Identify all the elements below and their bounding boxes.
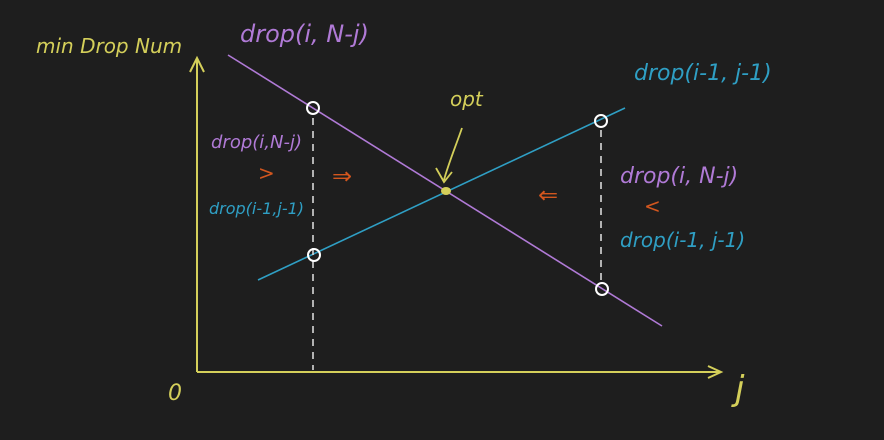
opt-label: opt [450, 87, 484, 111]
x-axis-label: j [731, 369, 745, 409]
right-implies-arrow: ⇐ [538, 181, 558, 209]
right-teal-point [594, 114, 608, 128]
opt-pointer-arrowhead [435, 167, 453, 184]
axes [189, 55, 724, 379]
right-less-sign: < [644, 194, 661, 218]
teal-line-top-label: drop(i-1, j-1) [634, 61, 772, 86]
right-purple-label: drop(i, N-j) [620, 164, 738, 189]
opt-pointer-arrow [443, 127, 463, 181]
right-teal-label: drop(i-1, j-1) [620, 228, 745, 252]
left-teal-label: drop(i-1,j-1) [209, 199, 304, 218]
left-implies-arrow: ⇒ [332, 162, 352, 190]
left-purple-label: drop(i,N-j) [211, 132, 302, 153]
origin-label: 0 [168, 381, 182, 406]
opt-point [441, 187, 451, 195]
y-axis-label: min Drop Num [36, 34, 182, 58]
left-teal-point [307, 248, 321, 262]
purple-line-top-label: drop(i, N-j) [240, 20, 369, 48]
x-axis-arrowhead [707, 365, 724, 379]
left-purple-point [306, 101, 320, 115]
left-greater-sign: > [258, 161, 275, 185]
right-purple-point [595, 282, 609, 296]
y-axis-arrowhead [189, 55, 205, 73]
